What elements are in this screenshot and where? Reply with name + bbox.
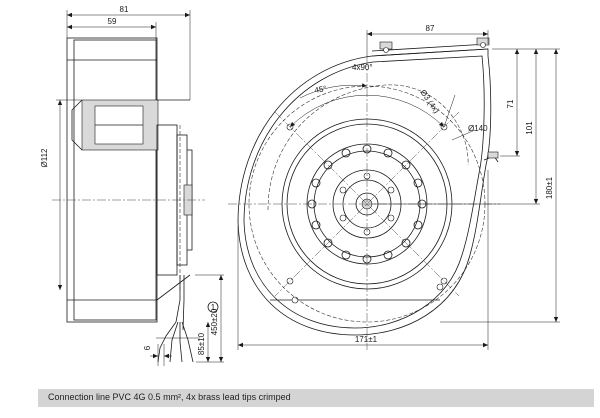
dim-81: 81	[120, 5, 129, 14]
side-view: 81 59 Ø112	[40, 5, 224, 366]
footer-text: Connection line PVC 4G 0.5 mm², 4x brass…	[48, 392, 291, 402]
dim-85: 85±10	[197, 332, 206, 355]
dim-59: 59	[108, 17, 117, 26]
label-4x90: 4x90°	[352, 63, 373, 72]
label-45deg: 45°	[314, 84, 327, 95]
dim-6: 6	[143, 345, 152, 350]
dim-450: 450±20	[210, 308, 219, 335]
dim-71: 71	[506, 99, 515, 108]
footer-bar: Connection line PVC 4G 0.5 mm², 4x brass…	[38, 389, 594, 407]
label-d3: Ø3 (4x)	[418, 88, 441, 115]
dim-101: 101	[525, 121, 534, 135]
dim-d112: Ø112	[40, 148, 49, 168]
technical-drawing: 81 59 Ø112	[40, 5, 560, 366]
label-d140: Ø140	[468, 124, 488, 133]
callout-1: 1	[211, 303, 216, 312]
dim-171: 171±1	[355, 335, 378, 344]
front-view: 4x90° 45° Ø3 (4x) Ø140 87 71 101 180±1 1…	[228, 24, 560, 350]
dim-180: 180±1	[545, 176, 554, 199]
dim-87: 87	[426, 24, 435, 33]
